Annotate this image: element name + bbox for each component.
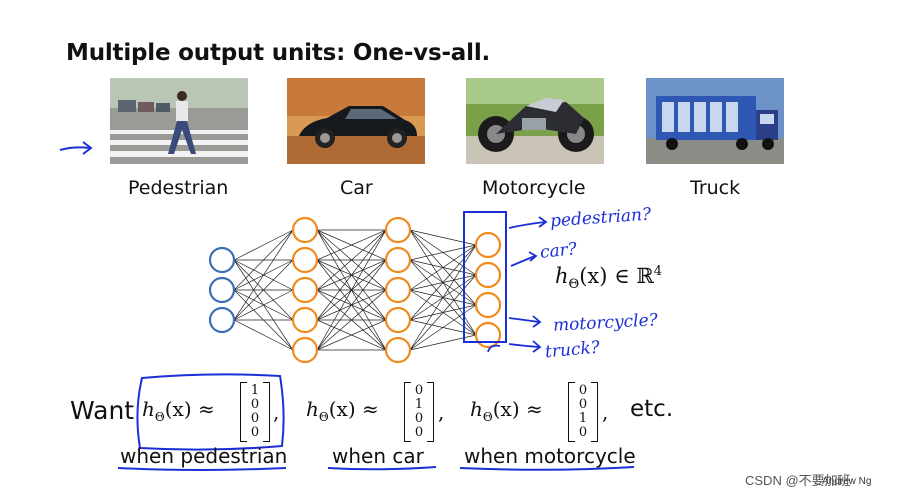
slide-title: Multiple output units: One-vs-all. [66, 40, 491, 66]
neural-network-diagram [208, 211, 507, 364]
network-edge [233, 319, 294, 351]
network-edge [409, 244, 477, 291]
label-pedestrian-question: pedestrian? [549, 204, 652, 232]
want-expr-3: hΘ(x) ≈ [470, 397, 543, 424]
loop-arrow-icon [487, 344, 501, 353]
highlight-box [136, 373, 285, 451]
network-edge [316, 259, 387, 351]
network-edge [316, 229, 387, 351]
want-expr-1: hΘ(x) ≈ [142, 397, 215, 424]
output-label-arrows [508, 216, 548, 353]
label-car-question: car? [539, 239, 578, 263]
input-node [208, 246, 236, 274]
hypothesis-expression: hΘ(x) ∈ ℝ4 [555, 264, 663, 293]
caption-motorcycle: Motorcycle [482, 177, 586, 199]
output-node [474, 231, 502, 259]
input-node [208, 306, 236, 334]
label-truck-question: truck? [544, 337, 601, 363]
network-edge [316, 229, 387, 261]
hidden-node [291, 216, 319, 244]
network-edge [233, 289, 294, 321]
hidden-node [384, 276, 412, 304]
pedestrian-photo [110, 78, 248, 164]
network-edge [316, 289, 387, 351]
hidden-node [291, 246, 319, 274]
caption-pedestrian: Pedestrian [128, 177, 229, 199]
input-node [208, 276, 236, 304]
truck-photo [646, 78, 784, 164]
network-edge [233, 229, 294, 261]
want-expr-2: hΘ(x) ≈ [306, 397, 379, 424]
network-edge [409, 229, 477, 246]
network-edge [316, 319, 387, 351]
network-edge [409, 304, 477, 351]
car-photo [287, 78, 425, 164]
hidden-node [291, 276, 319, 304]
hidden-node [384, 246, 412, 274]
when-car: when car [332, 444, 424, 468]
output-layer-box [463, 211, 507, 343]
hidden-node [384, 336, 412, 364]
network-edge [409, 274, 477, 351]
network-edge [409, 244, 477, 261]
caption-truck: Truck [690, 177, 741, 199]
hidden-node [384, 216, 412, 244]
network-edge [316, 229, 387, 291]
hidden-node [384, 306, 412, 334]
label-motorcycle-question: motorcycle? [552, 310, 659, 336]
network-edge [409, 244, 477, 351]
network-nodes [208, 216, 502, 364]
network-edge [316, 229, 387, 321]
csdn-watermark: CSDN @不要加班 [745, 473, 851, 488]
when-motorcycle: when motorcycle [464, 444, 636, 468]
network-edge [233, 259, 294, 321]
network-edge [233, 229, 294, 291]
motorcycle-photo [466, 78, 604, 164]
caption-car: Car [340, 177, 373, 199]
etc-label: etc. [630, 396, 674, 422]
when-pedestrian: when pedestrian [120, 444, 288, 468]
network-edge [233, 229, 294, 321]
want-label: Want [70, 396, 135, 425]
input-arrow-icon [59, 141, 93, 155]
network-edge [409, 244, 477, 321]
network-edges [233, 229, 477, 351]
hidden-node [291, 306, 319, 334]
output-node [474, 261, 502, 289]
hidden-node [291, 336, 319, 364]
output-node [474, 291, 502, 319]
author-credit: Andrew Ng [822, 476, 872, 487]
when-underlines [117, 466, 635, 471]
